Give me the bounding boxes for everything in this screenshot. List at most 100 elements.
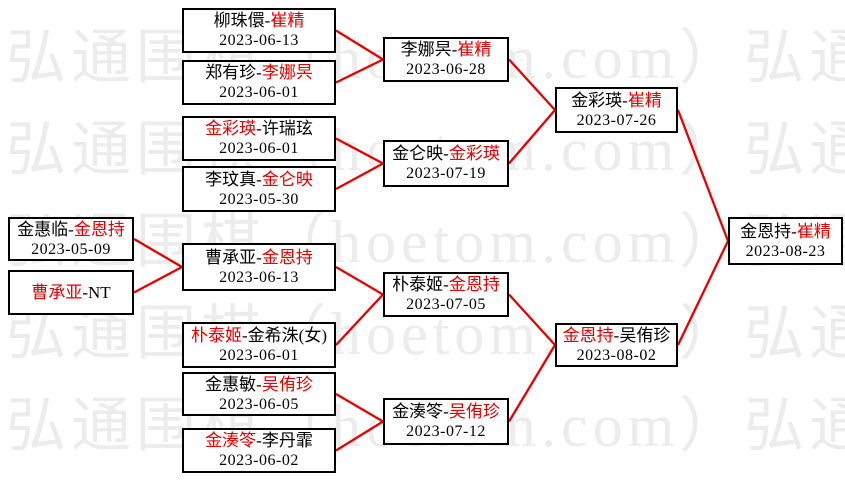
player-name: 朴泰姬 <box>191 325 242 345</box>
players-separator: - <box>256 119 262 138</box>
match-players: 金恩持-崔精 <box>740 221 831 242</box>
players-separator: - <box>264 11 271 30</box>
match-box-m_f[interactable]: 朴泰姬-金希洙(女)2023-06-01 <box>182 322 336 368</box>
player-name: 吴侑珍 <box>619 325 671 345</box>
players-separator: - <box>256 431 262 450</box>
player-name: 金恩持 <box>73 219 125 239</box>
match-date: 2023-05-09 <box>31 240 111 258</box>
player-name: NT <box>88 283 111 302</box>
player-name: 金惠临 <box>17 219 69 239</box>
players-separator: - <box>451 40 458 59</box>
match-date: 2023-05-30 <box>219 190 299 208</box>
players-separator: - <box>242 325 248 345</box>
match-date: 2023-06-02 <box>219 452 299 469</box>
players-separator: - <box>613 325 620 345</box>
match-date: 2023-07-19 <box>406 165 486 182</box>
match-date: 2023-07-26 <box>576 111 657 129</box>
bracket-line <box>335 58 384 84</box>
player-name: 吴侑珍 <box>261 374 313 394</box>
match-players: 金湊笭-李丹霏 <box>205 430 313 451</box>
bracket-line <box>508 58 556 111</box>
match-date: 2023-08-02 <box>576 346 657 364</box>
bracket-line <box>676 109 730 242</box>
player-name: 曹承亚 <box>205 247 257 267</box>
player-name: 李娜昗 <box>261 63 313 82</box>
player-name: 金彩瑛 <box>205 119 257 138</box>
bracket-line <box>508 293 556 346</box>
player-name: 李玟真 <box>205 169 257 189</box>
match-players: 郑有珍-李娜昗 <box>205 62 313 83</box>
match-players: 曹承亚-金恩持 <box>205 247 313 268</box>
player-name: 金仑映 <box>261 169 313 189</box>
match-date: 2023-06-01 <box>219 140 299 157</box>
bracket-line <box>508 344 556 423</box>
player-name: 金恩持 <box>448 275 500 294</box>
match-players: 柳珠儇-崔精 <box>214 10 305 31</box>
match-players: 朴泰姬-金恩持 <box>392 274 500 295</box>
player-name: 柳珠儇 <box>213 11 265 30</box>
players-separator: - <box>256 374 262 394</box>
player-name: 金惠敏 <box>205 374 257 394</box>
player-name: 金希洙(女) <box>247 325 327 345</box>
player-name: 金湊笭 <box>205 431 257 450</box>
player-name: 金湊笭 <box>392 402 444 421</box>
match-date: 2023-07-12 <box>406 423 486 440</box>
bracket-line <box>335 293 384 346</box>
players-separator: - <box>443 275 449 294</box>
match-date: 2023-07-05 <box>406 296 486 313</box>
bracket-line <box>335 420 384 452</box>
bracket-line <box>335 137 384 165</box>
player-name: 金彩瑛 <box>448 144 500 163</box>
bracket-line <box>133 238 183 268</box>
match-date: 2023-06-01 <box>219 84 299 101</box>
player-name: 朴泰姬 <box>392 275 444 294</box>
bracket-line <box>133 265 183 294</box>
players-separator: - <box>622 90 628 110</box>
player-name: 李丹霏 <box>261 431 313 450</box>
player-name: 崔精 <box>627 90 662 110</box>
players-separator: - <box>256 63 262 82</box>
player-name: 吴侑珍 <box>448 402 500 421</box>
player-name: 崔精 <box>270 11 305 30</box>
match-players: 朴泰姬-金希洙(女) <box>191 325 327 346</box>
match-date: 2023-06-05 <box>219 395 299 413</box>
match-players: 李玟真-金仑映 <box>205 169 313 190</box>
players-separator: - <box>82 283 88 302</box>
player-name: 金恩持 <box>740 221 792 241</box>
match-date: 2023-06-13 <box>219 32 299 49</box>
match-players: 金惠敏-吴侑珍 <box>205 374 313 395</box>
match-players: 李娜昗-崔精 <box>401 39 492 60</box>
player-name: 曹承亚 <box>31 283 83 302</box>
player-name: 金彩瑛 <box>571 90 623 110</box>
players-separator: - <box>443 402 449 421</box>
match-players: 金彩瑛-许瑞玹 <box>205 118 313 139</box>
match-box-c1_2[interactable]: 曹承亚-NT <box>8 270 134 315</box>
match-players: 金湊笭-吴侑珍 <box>392 401 500 422</box>
bracket-line <box>335 393 384 423</box>
player-name: 郑有珍 <box>205 63 257 82</box>
watermark-row: 弘通围棋（hoetom.com）弘通围棋（hoetom.com） <box>6 209 845 275</box>
players-separator: - <box>256 247 262 267</box>
bracket-line <box>335 266 384 296</box>
player-name: 金仑映 <box>392 144 444 163</box>
match-date: 2023-06-01 <box>219 346 299 364</box>
player-name: 崔精 <box>796 221 831 241</box>
player-name: 金恩持 <box>562 325 614 345</box>
